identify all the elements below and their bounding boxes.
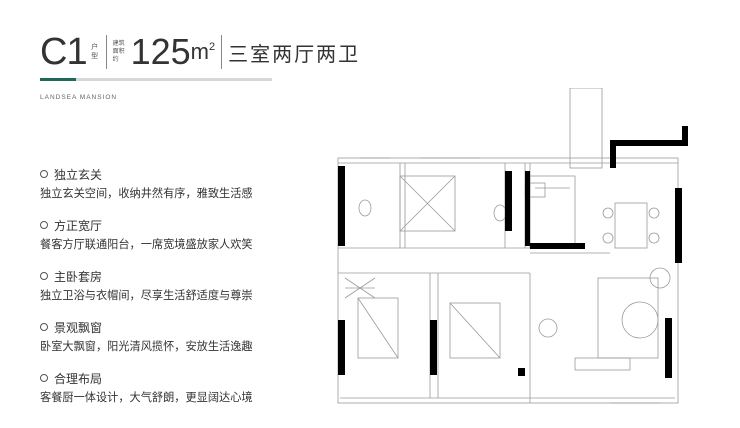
feature-description: 客餐厨一体设计，大气舒朗，更显阔达心境 [40, 391, 253, 404]
area-unit-power: 2 [208, 41, 216, 53]
brand-name: LANDSEA MANSION [40, 94, 118, 101]
area-unit: m2 [191, 39, 215, 65]
feature-item: 独立玄关 独立玄关空间，收纳井然有序，雅致生活感 [40, 166, 310, 217]
feature-description: 独立玄关空间，收纳井然有序，雅致生活感 [40, 187, 253, 200]
unit-code: C1 [40, 30, 88, 73]
plan-thin-walls [337, 88, 679, 404]
bullet-circle-icon [40, 272, 48, 280]
divider [105, 35, 107, 69]
feature-description: 独立卫浴与衣帽间，尽享生活舒适度与尊崇 [40, 289, 253, 302]
accent-rule [40, 78, 76, 81]
feature-description: 餐客方厅联通阳台，一席宽境盛放家人欢笑 [40, 238, 253, 251]
feature-title: 主卧套房 [54, 269, 103, 284]
bullet-circle-icon [40, 323, 48, 331]
divider [221, 35, 223, 69]
feature-title: 方正宽厅 [54, 218, 103, 233]
floor-plan [337, 88, 688, 404]
room-configuration: 三室两厅两卫 [228, 41, 361, 66]
feature-item: 景观飘窗 卧室大飘窗，阳光清风揽怀，安放生活逸趣 [40, 319, 310, 370]
feature-list: 独立玄关 独立玄关空间，收纳井然有序，雅致生活感 方正宽厅 餐客方厅联通阳台，一… [40, 166, 310, 421]
feature-item: 合理布局 客餐厨一体设计，大气舒朗，更显阔达心境 [40, 370, 310, 421]
feature-item: 方正宽厅 餐客方厅联通阳台，一席宽境盛放家人欢笑 [40, 217, 310, 268]
feature-title: 合理布局 [54, 371, 103, 386]
bullet-circle-icon [40, 221, 48, 229]
feature-title: 景观飘窗 [54, 320, 103, 335]
area-value: 125 [130, 31, 191, 72]
plan-thick-walls [338, 126, 688, 378]
bullet-circle-icon [40, 374, 48, 382]
building-area-label: 建筑面积约 [112, 40, 125, 63]
title-block: C1 户型 建筑面积约 125 m2 三室两厅两卫 [40, 30, 360, 74]
feature-item: 主卧套房 独立卫浴与衣帽间，尽享生活舒适度与尊崇 [40, 268, 310, 319]
type-label: 户型 [91, 43, 99, 60]
feature-title: 独立玄关 [54, 167, 103, 182]
grey-rule [76, 78, 272, 81]
feature-description: 卧室大飘窗，阳光清风揽怀，安放生活逸趣 [40, 340, 253, 353]
area-unit-base: m [190, 39, 209, 64]
bullet-circle-icon [40, 170, 48, 178]
